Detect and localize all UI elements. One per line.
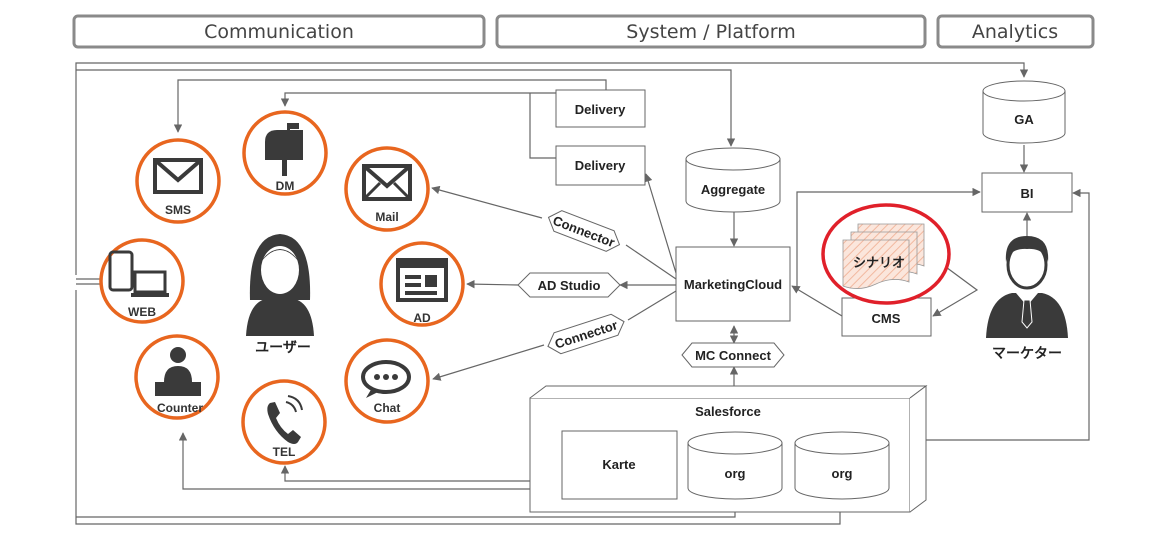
receptionist-icon — [155, 347, 201, 396]
channel-ad-label: AD — [413, 311, 431, 325]
header-communication-label: Communication — [204, 21, 354, 43]
aggregate-label: Aggregate — [701, 182, 765, 197]
channel-web: WEB — [99, 238, 185, 324]
header-analytics: Analytics — [936, 14, 1095, 49]
karte-label: Karte — [602, 457, 635, 472]
aggregate-database: Aggregate — [685, 147, 781, 213]
connector-top-hexagon: Connector — [547, 210, 621, 252]
channel-ad: AD — [379, 241, 465, 327]
marketing-cloud-box: MarketingCloud — [675, 246, 791, 322]
channel-chat-label: Chat — [374, 401, 401, 415]
bi-box: BI — [981, 172, 1073, 213]
marketing-cloud-label: MarketingCloud — [684, 277, 782, 292]
org-1-label: org — [725, 466, 746, 481]
delivery-box-2: Delivery — [555, 145, 646, 186]
envelope-icon — [153, 158, 203, 194]
org-database-2: org — [794, 431, 890, 500]
org-2-label: org — [832, 466, 853, 481]
mc-connect-label: MC Connect — [695, 348, 772, 363]
connector-bottom-hexagon: Connector — [547, 313, 625, 355]
connector-lines — [75, 62, 1090, 525]
channel-mail-label: Mail — [375, 210, 398, 224]
phone-icon — [267, 395, 303, 444]
female-user-icon — [246, 234, 314, 336]
marketer-figure: マーケター — [986, 236, 1068, 362]
ga-label: GA — [1014, 112, 1034, 127]
devices-icon — [108, 250, 169, 297]
org-database-1: org — [687, 431, 783, 500]
delivery-box-1: Delivery — [555, 89, 646, 128]
header-system-platform-label: System / Platform — [626, 21, 795, 43]
header-analytics-label: Analytics — [972, 21, 1058, 43]
channel-tel-label: TEL — [273, 445, 296, 459]
header-system-platform: System / Platform — [495, 14, 927, 49]
channel-tel: TEL — [241, 379, 327, 465]
channel-dm-label: DM — [276, 179, 295, 193]
user-figure: ユーザー — [246, 234, 314, 356]
channel-web-label: WEB — [128, 305, 156, 319]
speech-bubble-icon — [361, 360, 411, 398]
delivery-1-label: Delivery — [575, 102, 626, 117]
ad-studio-hexagon: AD Studio — [517, 272, 621, 298]
channel-sms-label: SMS — [165, 203, 191, 217]
channel-counter-label: Counter — [157, 401, 203, 415]
channel-dm: DM — [242, 110, 328, 196]
document-stack-icon — [842, 223, 925, 289]
delivery-2-label: Delivery — [575, 158, 626, 173]
channel-chat: Chat — [344, 338, 430, 424]
mc-connect-hexagon: MC Connect — [681, 342, 785, 368]
channel-mail: Mail — [344, 146, 430, 232]
channel-sms: SMS — [135, 138, 221, 224]
scenario-label: シナリオ — [853, 255, 905, 270]
karte-box: Karte — [561, 430, 678, 500]
web-page-icon — [396, 258, 448, 302]
salesforce-label: Salesforce — [695, 404, 761, 419]
ad-studio-label: AD Studio — [538, 278, 601, 293]
scenario-highlight: シナリオ — [821, 203, 951, 305]
marketer-label: マーケター — [992, 346, 1062, 362]
header-communication: Communication — [72, 14, 486, 49]
envelope-icon — [362, 164, 412, 201]
bi-label: BI — [1021, 186, 1034, 201]
mailbox-icon — [265, 123, 303, 176]
user-label: ユーザー — [255, 340, 311, 356]
channel-counter: Counter — [134, 334, 220, 420]
cms-label: CMS — [872, 311, 901, 326]
businessman-icon — [986, 236, 1068, 338]
ga-database: GA — [982, 80, 1066, 144]
